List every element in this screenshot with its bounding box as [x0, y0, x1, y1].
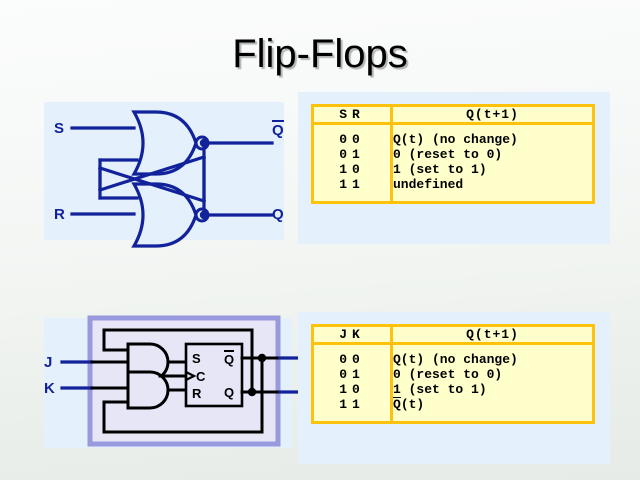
- sr-row0-inputs: 00: [312, 123, 393, 147]
- table-row: 00 Q(t) (no change): [312, 343, 594, 367]
- table-row: 10 1 (set to 1): [312, 162, 594, 177]
- jk-header-output: Q(t+1): [391, 325, 594, 345]
- sr-row3-b: 1: [352, 177, 365, 192]
- sr-header-output: Q(t+1): [391, 105, 594, 125]
- sr-row3-inputs: 11: [312, 177, 393, 203]
- jk-row3-a: 1: [339, 397, 352, 412]
- jk-row3-out-qbar: Q: [393, 397, 401, 412]
- jk-row3-b: 1: [352, 397, 365, 412]
- jk-inner-box: [87, 315, 281, 447]
- jk-row2-out: 1 (set to 1): [391, 382, 594, 397]
- jk-truth-table: JK Q(t+1) 00 Q(t) (no change) 01 0 (rese…: [311, 324, 595, 424]
- jk-inner-label-qbar: Q: [224, 350, 235, 367]
- table-header-row: SR Q(t+1): [312, 105, 594, 125]
- page-title: Flip-Flops: [232, 32, 408, 76]
- sr-row3-a: 1: [339, 177, 352, 192]
- jk-row1-b: 1: [352, 367, 365, 382]
- jk-inner-label-c: C: [196, 369, 206, 384]
- jk-inner-label-r: R: [192, 386, 202, 401]
- jk-row3-out-suffix: (t): [400, 397, 425, 412]
- sr-truth-table: SR Q(t+1) 00 Q(t) (no change) 01 0 (rese…: [311, 104, 595, 204]
- sr-row1-inputs: 01: [312, 147, 393, 162]
- sr-input-label-r: R: [54, 206, 65, 223]
- sr-output-qbar-text: Q: [272, 120, 284, 139]
- jk-row3-inputs: 11: [312, 397, 393, 423]
- jk-row0-b: 0: [352, 352, 365, 367]
- table-row: 00 Q(t) (no change): [312, 123, 594, 147]
- jk-row0-out: Q(t) (no change): [391, 343, 594, 367]
- sr-header-inputs: SR: [312, 105, 393, 125]
- table-header-row: JK Q(t+1): [312, 325, 594, 345]
- jk-header-inputs: JK: [312, 325, 393, 345]
- sr-row0-out: Q(t) (no change): [391, 123, 594, 147]
- jk-header-j: J: [339, 327, 352, 342]
- jk-inner-label-s: S: [192, 351, 201, 366]
- sr-row0-a: 0: [339, 132, 352, 147]
- jk-input-label-k: K: [44, 380, 55, 397]
- jk-row0-a: 0: [339, 352, 352, 367]
- jk-row2-inputs: 10: [312, 382, 393, 397]
- jk-header-k: K: [352, 327, 365, 342]
- sr-row2-b: 0: [352, 162, 365, 177]
- sr-input-label-s: S: [54, 120, 65, 137]
- table-row: 01 0 (reset to 0): [312, 367, 594, 382]
- sr-row0-b: 0: [352, 132, 365, 147]
- sr-row2-out: 1 (set to 1): [391, 162, 594, 177]
- jk-truth-table-panel: JK Q(t+1) 00 Q(t) (no change) 01 0 (rese…: [298, 312, 610, 464]
- sr-header-s: S: [339, 107, 352, 122]
- table-row: 11 Q(t): [312, 397, 594, 423]
- sr-output-label-qbar: Q: [272, 120, 284, 138]
- table-row: 01 0 (reset to 0): [312, 147, 594, 162]
- jk-row3-out: Q(t): [391, 397, 594, 423]
- jk-row2-b: 0: [352, 382, 365, 397]
- jk-input-label-j: J: [44, 354, 53, 371]
- sr-row1-a: 0: [339, 147, 352, 162]
- jk-row1-out: 0 (reset to 0): [391, 367, 594, 382]
- jk-row2-a: 1: [339, 382, 352, 397]
- table-row: 11 undefined: [312, 177, 594, 203]
- sr-truth-table-panel: SR Q(t+1) 00 Q(t) (no change) 01 0 (rese…: [298, 92, 610, 244]
- sr-row2-inputs: 10: [312, 162, 393, 177]
- sr-output-label-q: Q: [272, 206, 284, 223]
- sr-header-r: R: [352, 107, 365, 122]
- sr-row3-out: undefined: [391, 177, 594, 203]
- table-row: 10 1 (set to 1): [312, 382, 594, 397]
- jk-row1-a: 0: [339, 367, 352, 382]
- jk-row0-inputs: 00: [312, 343, 393, 367]
- jk-row1-inputs: 01: [312, 367, 393, 382]
- sr-row2-a: 1: [339, 162, 352, 177]
- sr-row1-out: 0 (reset to 0): [391, 147, 594, 162]
- jk-inner-label-q: Q: [224, 385, 235, 400]
- sr-row1-b: 1: [352, 147, 365, 162]
- jk-inner-qbar-text: Q: [224, 350, 235, 367]
